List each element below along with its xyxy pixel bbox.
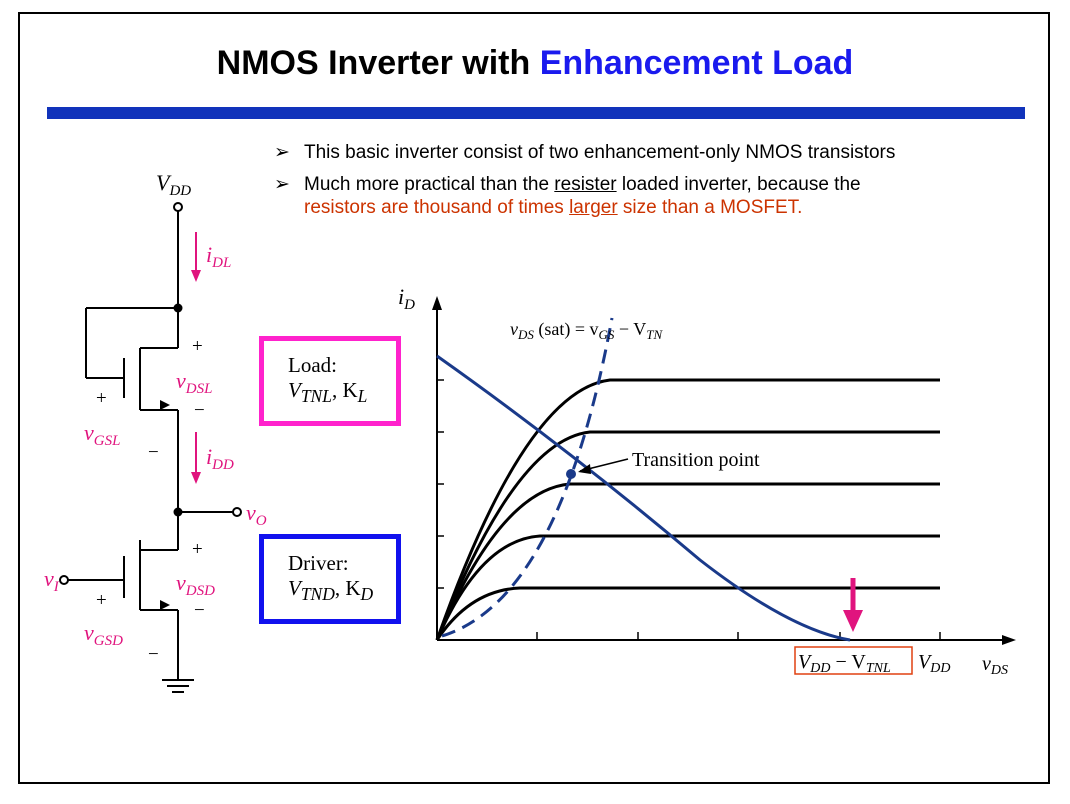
vi-label: vI [44, 566, 60, 595]
bullet-2: ➢ Much more practical than the resister … [274, 173, 1034, 219]
vdd-vtnl-highlight-box [794, 646, 913, 675]
minus-sign: − [148, 644, 159, 665]
load-title: Load: [288, 353, 337, 377]
inverter-schematic: VDD iDL vDSL vGSL iDD vO vI vDSD vGSD + … [44, 170, 267, 693]
iv-characteristic-graph: iD vDS (sat) = vGS − VTN Transition poin… [398, 284, 1016, 678]
bullet-1: ➢ This basic inverter consist of two enh… [274, 141, 1034, 164]
saturation-equation: vDS (sat) = vGS − VTN [510, 319, 663, 342]
y-axis-label: iD [398, 284, 415, 313]
idd-arrow-icon [191, 472, 201, 484]
iv-curve-3 [435, 482, 940, 641]
load-params: VTNL, KL [288, 378, 368, 407]
vdsd-label: vDSD [176, 570, 215, 599]
vdd-minus-vtnl-label: VDD − VTNL [798, 651, 891, 676]
iv-curve-4 [435, 430, 940, 641]
x-axis-arrow-icon [1002, 635, 1016, 645]
bullet-2-underlined: resister [554, 174, 617, 195]
bullet-2-text-a: Much more practical than the [304, 174, 555, 195]
bullet-1-text: This basic inverter consist of two enhan… [304, 142, 896, 163]
vdd-vtnl-marker-arrow-icon [843, 610, 863, 632]
slide-frame [18, 12, 1050, 784]
idd-label: iDD [206, 444, 234, 473]
vo-label: vO [246, 500, 267, 529]
iv-curve-5 [435, 378, 940, 641]
idl-label: iDL [206, 242, 231, 271]
load-source-arrow-icon [160, 400, 170, 410]
vdsl-label: vDSL [176, 368, 212, 397]
title-accent: Enhancement Load [539, 44, 854, 82]
bullet-2-red-a: resistors are thousand of times [304, 197, 570, 218]
node-dot [173, 507, 183, 517]
slide-title: NMOS Inverter with Enhancement Load [0, 44, 1070, 83]
minus-sign: − [194, 600, 205, 621]
plus-sign: + [96, 388, 107, 409]
vdd-label: VDD [156, 170, 191, 199]
bullet-2-text-b: loaded inverter, because the [616, 174, 861, 195]
idl-arrow-icon [191, 270, 201, 282]
minus-sign: − [148, 442, 159, 463]
vgsl-label: vGSL [84, 420, 120, 449]
arrow-bullet-icon: ➢ [274, 142, 290, 163]
minus-sign: − [194, 400, 205, 421]
saturation-locus [441, 317, 614, 638]
node-dot [173, 303, 183, 313]
driver-title: Driver: [288, 551, 349, 575]
transition-point-dot [566, 469, 576, 479]
driver-box: Driver: VTND, KD [259, 534, 401, 624]
bullet-2-red-b: size than a MOSFET. [617, 197, 803, 218]
plus-sign: + [192, 336, 203, 357]
iv-curve-1 [435, 586, 940, 641]
driver-source-arrow-icon [160, 600, 170, 610]
bullet-list: ➢ This basic inverter consist of two enh… [274, 141, 1034, 228]
plus-sign: + [96, 590, 107, 611]
bullet-2-red-underlined: larger [569, 197, 618, 218]
arrow-bullet-icon: ➢ [274, 174, 290, 195]
vgsd-label: vGSD [84, 620, 123, 649]
title-rule [47, 107, 1025, 119]
transition-point-label: Transition point [632, 449, 760, 471]
plus-sign: + [192, 539, 203, 560]
load-box: Load: VTNL, KL [259, 336, 401, 426]
title-prefix: NMOS Inverter with [216, 44, 540, 82]
y-axis-arrow-icon [432, 296, 442, 310]
load-line [436, 354, 851, 642]
x-axis-label: vDS [982, 653, 1008, 678]
transition-pointer-arrow-icon [578, 464, 591, 474]
driver-params: VTND, KD [288, 576, 374, 605]
vdd-axis-label: VDD [918, 651, 950, 676]
